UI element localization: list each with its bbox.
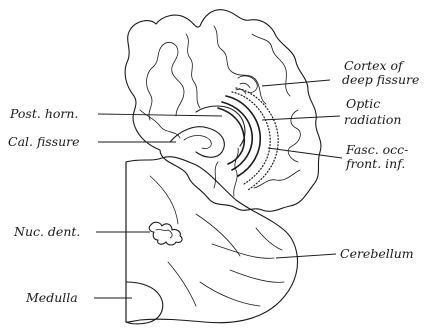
label-optic-line2: radiation <box>344 112 401 127</box>
nucleus-dentatus-inner <box>156 229 172 238</box>
cerebellum-outline <box>126 157 298 323</box>
label-optic-line1: Optic <box>346 96 380 111</box>
leader-optic <box>262 116 340 120</box>
label-cal-fissure: Cal. fissure <box>8 134 80 149</box>
label-nuc-dent: Nuc. dent. <box>13 224 80 239</box>
label-fasc-line2: front. inf. <box>345 156 405 171</box>
optic-radiation-band-2 <box>226 96 260 176</box>
folia-3 <box>212 244 274 258</box>
leader-fasc <box>268 148 342 158</box>
cerebellum-section <box>126 157 298 323</box>
leader-cortex <box>262 80 330 86</box>
sulcus-left-3 <box>186 34 200 108</box>
sulcus-left-2 <box>140 110 180 138</box>
sulcus-right-1 <box>214 26 266 104</box>
folia-5 <box>200 282 260 306</box>
label-cortex-line2: deep fissure <box>342 72 419 87</box>
folia-4 <box>230 270 284 282</box>
medulla-section <box>126 162 163 324</box>
sulcus-right-5 <box>234 148 239 196</box>
posterior-horn <box>196 106 245 146</box>
folia-1 <box>150 176 178 224</box>
calcarine-fissure-inner <box>184 136 211 149</box>
leader-post-horn <box>98 114 222 116</box>
label-post-horn: Post. horn. <box>9 106 78 121</box>
label-medulla: Medulla <box>25 290 78 305</box>
cerebrum-section <box>125 10 321 212</box>
fasc-occ-front-band <box>232 92 270 184</box>
label-cerebellum: Cerebellum <box>340 246 414 261</box>
sulcus-right-2 <box>252 34 290 96</box>
leader-cerebellum <box>276 254 336 258</box>
folia-7 <box>256 228 282 250</box>
sulcus-right-6 <box>214 162 218 188</box>
nucleus-dentatus <box>149 222 182 245</box>
medulla-outline <box>126 282 163 324</box>
folia-6 <box>168 262 196 306</box>
folia-2 <box>196 214 240 256</box>
calcarine-fissure <box>170 127 224 158</box>
sulcus-left-1 <box>147 42 184 120</box>
label-fasc-line1: Fasc. occ- <box>345 142 408 157</box>
label-cortex-line1: Cortex of <box>344 58 405 73</box>
